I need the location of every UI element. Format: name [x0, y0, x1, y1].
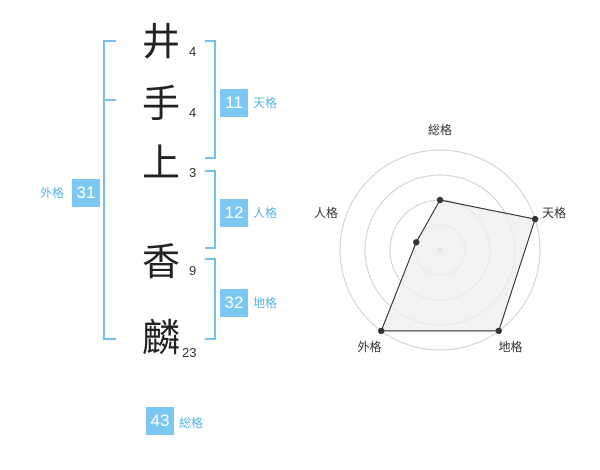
jinkaku-label: 人格 [253, 206, 278, 220]
name-char-4: 香 [142, 240, 181, 284]
stroke-count-1: 4 [189, 44, 197, 59]
radar-point-5 [413, 239, 420, 246]
stroke-count-4: 9 [189, 263, 197, 278]
name-char-5: 麟 [142, 316, 181, 360]
radar-axis-label-5: 人格 [314, 205, 338, 220]
jinkaku-value: 12 [220, 199, 248, 227]
radar-point-2 [531, 215, 539, 223]
gaikaku-label: 外格 [40, 186, 65, 200]
tenkaku-value: 11 [220, 89, 248, 117]
tenkaku-label: 天格 [253, 96, 278, 110]
name-char-1: 井 [142, 20, 181, 64]
radar-point-3 [495, 327, 502, 335]
radar-axis-label-1: 総格 [428, 122, 452, 137]
radar-point-1 [436, 196, 444, 204]
chikaku-label: 地格 [253, 296, 278, 310]
radar-points [378, 196, 539, 335]
name-brackets [103, 40, 216, 340]
radar-axis-label-3: 地格 [499, 339, 523, 354]
chikaku-value: 32 [220, 289, 248, 317]
stroke-count-2: 4 [189, 105, 197, 120]
radar-axis-label-4: 外格 [357, 339, 381, 354]
radar-polygon [380, 199, 536, 332]
name-char-2: 手 [142, 82, 181, 126]
radar-polygon-layer [380, 199, 536, 332]
soukaku-label: 総格 [179, 416, 204, 430]
stroke-count-3: 3 [189, 165, 197, 180]
soukaku-value: 43 [146, 407, 174, 435]
radar-axis-label-2: 天格 [542, 205, 566, 220]
name-char-3: 上 [142, 141, 181, 185]
stroke-count-5: 23 [182, 345, 197, 360]
radar-point-4 [378, 327, 385, 335]
radar-ring-4 [339, 149, 541, 351]
gaikaku-value: 31 [72, 179, 100, 207]
